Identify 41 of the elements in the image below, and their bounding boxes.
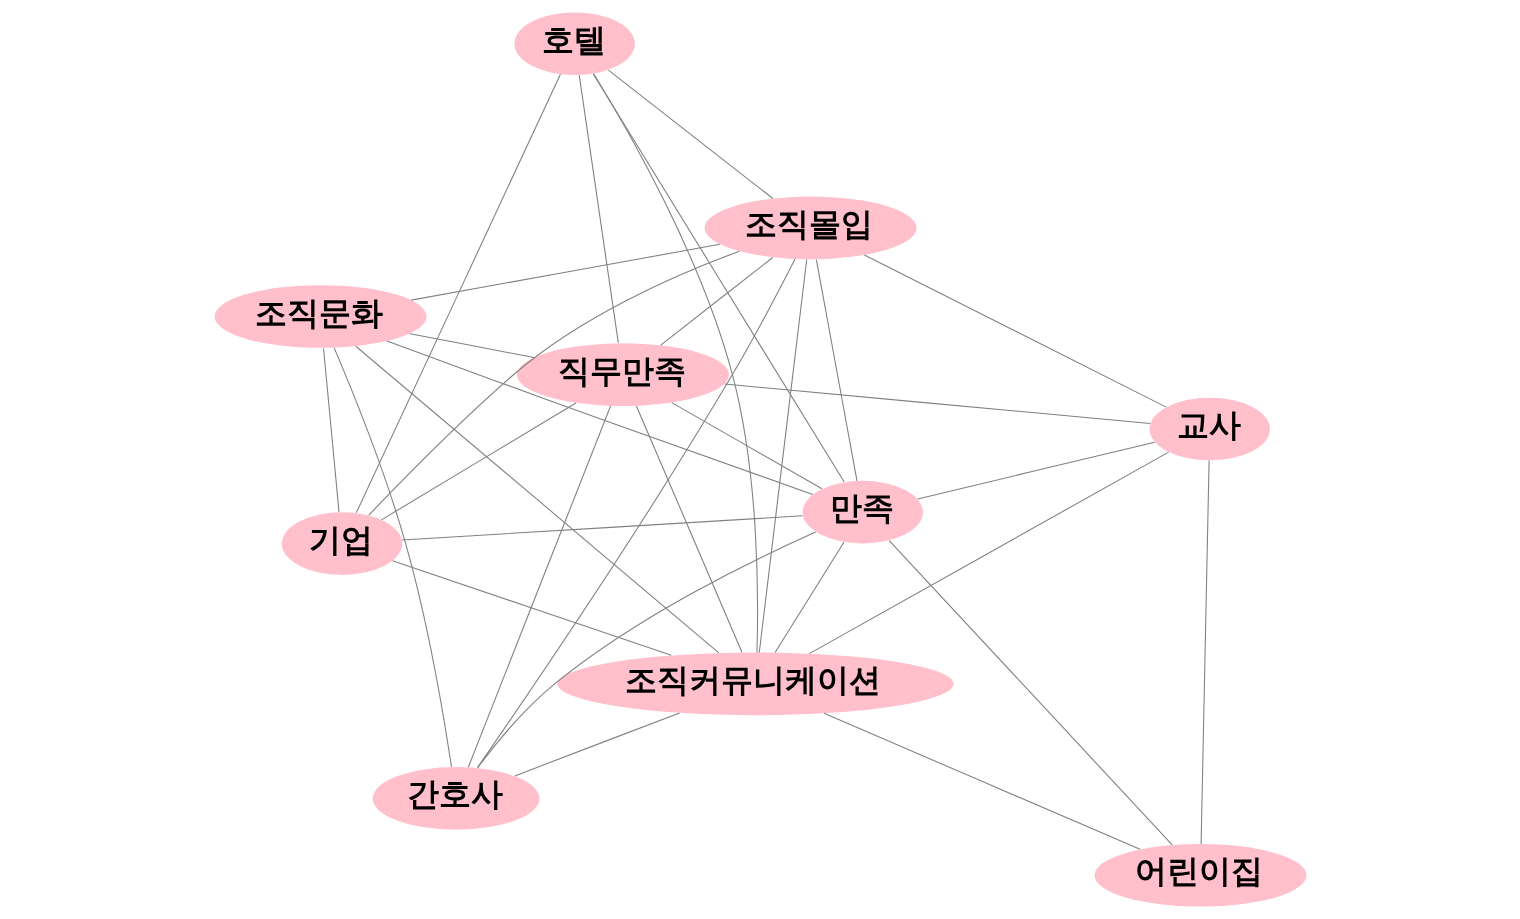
connector <box>592 73 758 654</box>
connector <box>823 712 1141 850</box>
node-ellipse: 조직커뮤니케이션 <box>556 652 954 716</box>
connector <box>367 250 740 516</box>
connector <box>354 345 719 654</box>
node-ellipse: 교사 <box>1149 397 1270 461</box>
connector <box>815 259 858 482</box>
node-ellipse: 어린이집 <box>1093 844 1306 907</box>
connector <box>401 515 803 541</box>
connector <box>723 383 1151 425</box>
connector <box>476 258 796 769</box>
node-ellipse: 간호사 <box>372 767 539 830</box>
connector <box>1200 459 1210 845</box>
connector <box>607 69 773 200</box>
connector <box>774 541 845 654</box>
connector <box>333 347 452 768</box>
connector <box>659 256 773 346</box>
node-ellipse: 기업 <box>281 512 402 575</box>
connector <box>476 531 816 769</box>
node-ellipse: 조직문화 <box>214 285 427 348</box>
node-ellipse: 조직몰입 <box>704 196 917 260</box>
connector <box>380 402 576 521</box>
connector <box>592 73 845 483</box>
connector <box>578 74 619 344</box>
node-ellipse: 직무만족 <box>516 343 729 406</box>
connector <box>808 451 1169 655</box>
connector <box>410 243 720 301</box>
node-ellipse: 만족 <box>802 480 923 544</box>
connector <box>635 405 743 653</box>
connector <box>355 73 561 514</box>
connector <box>467 405 611 768</box>
connector <box>513 712 680 777</box>
connector <box>758 258 807 654</box>
connector <box>409 333 534 359</box>
connector <box>916 441 1155 500</box>
connector <box>670 402 822 490</box>
connector <box>322 347 340 513</box>
node-ellipse: 호텔 <box>513 12 635 75</box>
connector <box>888 540 1173 846</box>
connector <box>391 560 672 656</box>
connector <box>863 254 1167 408</box>
